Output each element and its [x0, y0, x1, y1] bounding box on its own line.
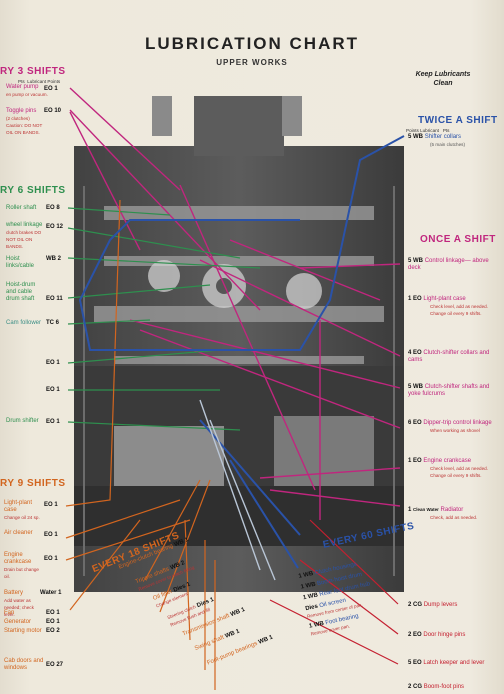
- list-item: Cam follower: [6, 320, 46, 327]
- list-item: wheel linkage clutch brakes DO NOT OIL ON…: [6, 222, 46, 250]
- list-item: Fan: [4, 610, 40, 617]
- list-item: 2 CG Dump levers: [408, 602, 458, 608]
- col-lub: Lubricant Points: [27, 79, 61, 84]
- item-label: Cam follower: [6, 320, 42, 326]
- item-code: Water 1: [40, 590, 62, 596]
- list-item: 4 EO Clutch-shifter collars and cams: [408, 350, 490, 363]
- item-code: EO 12: [46, 224, 64, 230]
- list-item: 6 EO Dipper-trip control linkage When wo…: [408, 420, 492, 433]
- item-code: EO 1: [44, 86, 58, 92]
- list-item: 2 CG Boom-foot pins: [408, 684, 465, 690]
- item-label: Air cleaner: [4, 530, 33, 536]
- item-note: Drain but change oil.: [4, 567, 39, 579]
- keep-line-2: Clean: [433, 80, 453, 87]
- list-item: 2 EO Door hinge pins: [408, 632, 466, 638]
- page-title: LUBRICATION CHART: [144, 34, 360, 53]
- once-a-shift-heading: ONCE A SHIFT: [420, 234, 496, 245]
- item-code: WB 2: [46, 256, 62, 262]
- item-label: Starting motor: [4, 628, 42, 634]
- item-label: Fan: [4, 610, 15, 616]
- item-code: EO 1: [46, 419, 60, 425]
- item-code: EO 1: [46, 619, 60, 625]
- item-extra: clutch brakes DO NOT OIL ON BANDS.: [6, 230, 42, 249]
- item-code: EO 1: [46, 610, 60, 616]
- item-label: Cab doors and windows: [4, 658, 44, 671]
- list-item: Hoist links/cable: [6, 256, 46, 270]
- item-note: Add water as needed; check level.: [4, 598, 34, 617]
- page-subtitle: UPPER WORKS: [216, 58, 288, 67]
- item-label: Engine crankcase: [4, 552, 32, 565]
- list-item: 5 WB Clutch-shifter shafts and yoke fulc…: [408, 384, 490, 397]
- item-label: Drum shifter: [6, 418, 39, 424]
- list-item: 5 WB Control linkage— above deck: [408, 258, 489, 271]
- item-code: EO 1: [46, 360, 60, 366]
- left-col-header: Pts Lubricant Points: [18, 79, 60, 84]
- item-code: EO 27: [46, 662, 64, 668]
- item-label: Hoist links/cable: [6, 256, 35, 269]
- list-item: Roller shaft: [6, 205, 46, 212]
- keep-line-1: Keep Lubricants: [415, 71, 471, 78]
- item-note: Change oil 24 sp.: [4, 515, 40, 520]
- every-9-shifts-heading: RY 9 SHIFTS: [0, 478, 66, 489]
- list-item: 1 Clean Water Radiator Check, add as nee…: [408, 507, 478, 520]
- item-label: Light-plant case: [4, 500, 33, 513]
- every-6-shifts-heading: RY 6 SHIFTS: [0, 185, 66, 196]
- item-code: EO 8: [46, 205, 60, 211]
- list-item: Generator: [4, 619, 40, 626]
- list-item: Starting motor: [4, 628, 42, 635]
- item-label: Generator: [4, 619, 32, 625]
- twice-col-header: Points Lubricant Pts: [406, 128, 450, 133]
- item-note: en pump or vacuum.: [6, 92, 48, 97]
- item-extra: Caution: DO NOT OIL ON BANDS.: [6, 123, 43, 135]
- item-code: EO 1: [44, 556, 58, 562]
- col-pts: Pts: [18, 79, 25, 84]
- item-code: EO 1: [44, 502, 58, 508]
- list-item: Hoist-drum and cable drum shaft: [6, 282, 46, 303]
- list-item: 5 WB Shifter collars (5 main clutches): [408, 134, 465, 147]
- list-item: 1 EO Engine crankcase Check level, add a…: [408, 458, 488, 478]
- item-label: wheel linkage: [6, 222, 43, 228]
- item-code: EO 1: [44, 532, 58, 538]
- item-label: Water pump: [6, 84, 39, 90]
- list-item: 1 EO Light-plant case Check level, add a…: [408, 296, 488, 316]
- item-code: EO 2: [46, 628, 60, 634]
- list-item: Water pump en pump or vacuum.: [6, 84, 66, 98]
- list-item: Drum shifter: [6, 418, 46, 425]
- item-label: Roller shaft: [6, 205, 37, 211]
- item-note: (2 clutches): [6, 116, 30, 121]
- keep-clean-note: Keep Lubricants Clean: [398, 70, 488, 88]
- list-item: Toggle pins (2 clutches) Caution: DO NOT…: [6, 108, 44, 136]
- list-item: Cab doors and windows: [4, 658, 44, 672]
- item-code: EO 1: [46, 387, 60, 393]
- item-code: EO 11: [46, 296, 63, 302]
- list-item: Air cleaner: [4, 530, 44, 537]
- item-label: Battery: [4, 590, 24, 596]
- twice-a-shift-heading: TWICE A SHIFT: [418, 115, 498, 126]
- item-label: Hoist-drum and cable drum shaft: [6, 282, 36, 302]
- item-label: Toggle pins: [6, 108, 37, 114]
- list-item: 5 EO Latch keeper and lever: [408, 660, 485, 666]
- item-code: EO 10: [44, 108, 62, 114]
- item-code: TC 6: [46, 320, 60, 326]
- every-3-shifts-heading: RY 3 SHIFTS: [0, 66, 66, 77]
